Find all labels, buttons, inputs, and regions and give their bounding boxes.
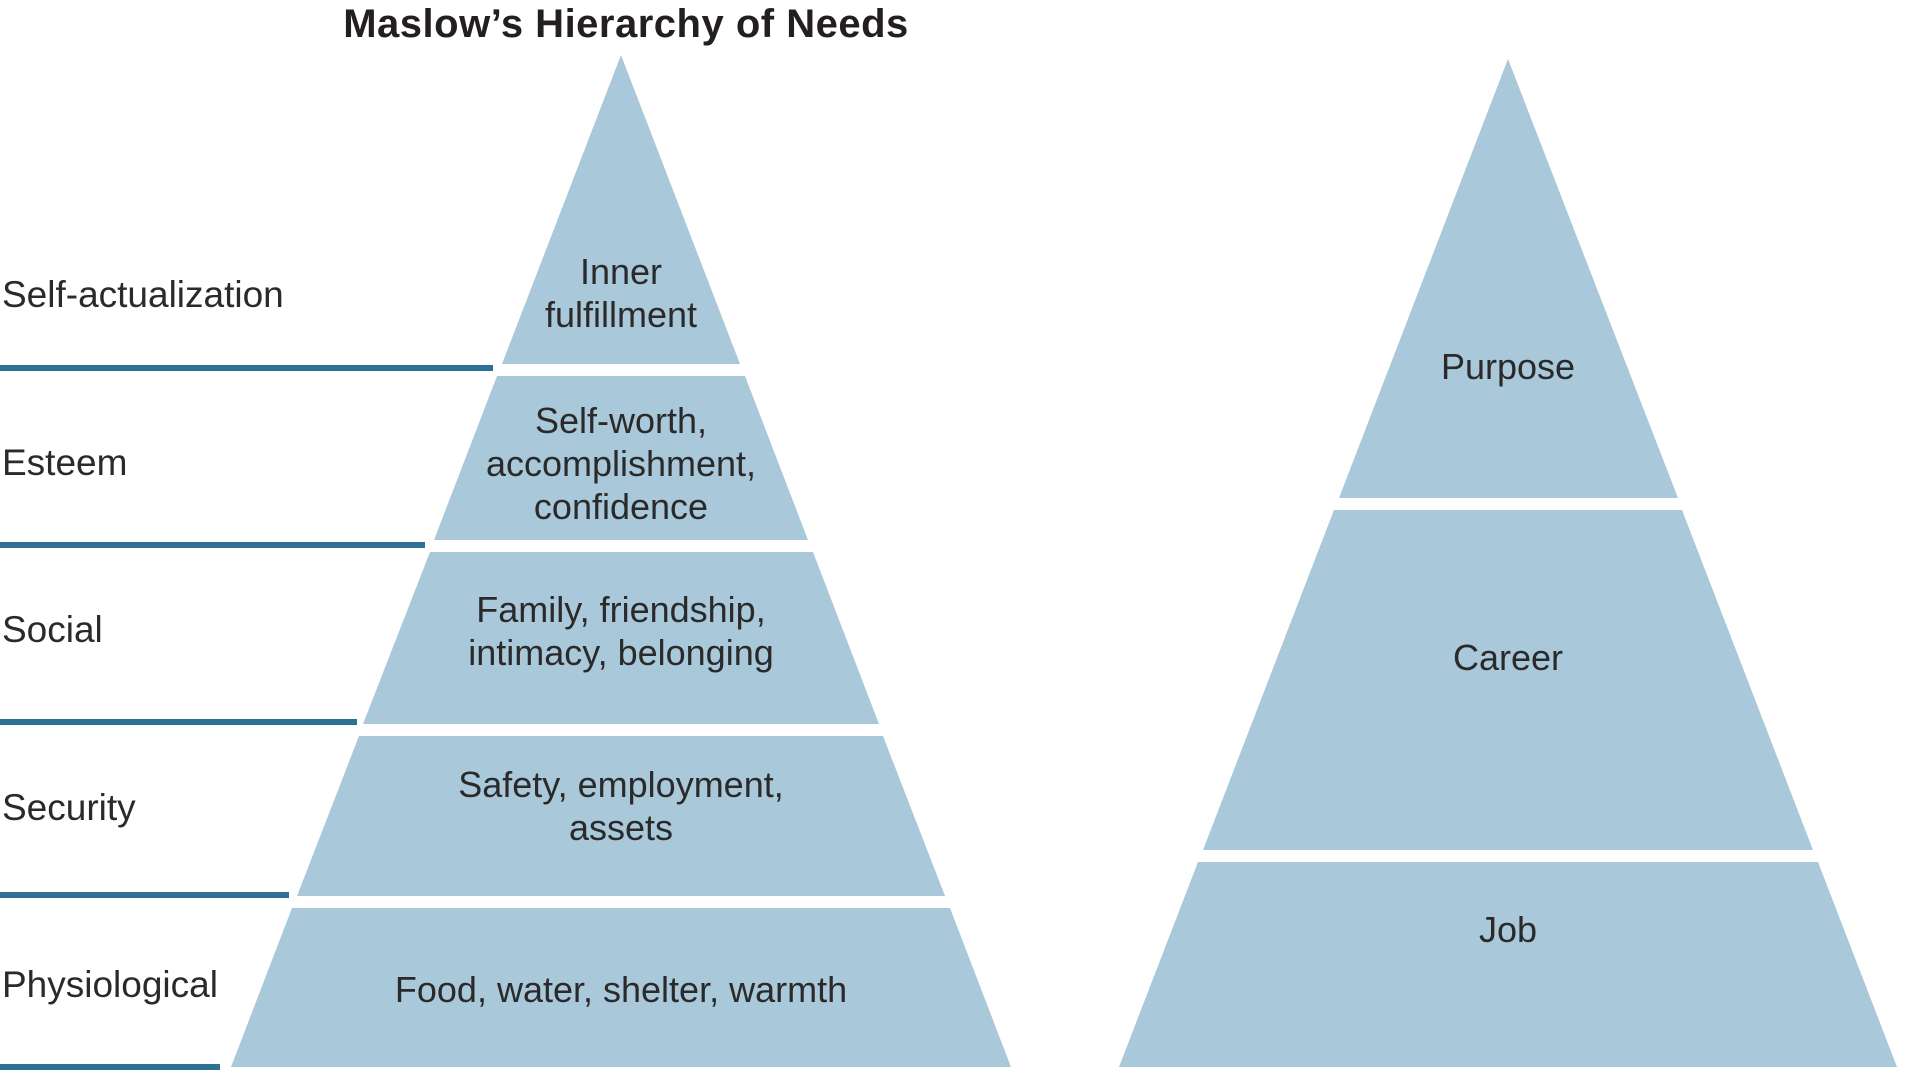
label-esteem: Esteem [2,442,128,483]
label-social: Social [2,609,103,650]
pyramid-level-job [1119,862,1897,1067]
level-text-job: Job [1478,909,1538,950]
pyramid-level-security [297,736,945,896]
level-text-safety-employment: Safety, employment, assets [458,764,784,848]
pyramid-level-esteem [434,376,808,540]
label-underline-physiological [0,1064,220,1070]
label-underline-social [0,719,357,725]
level-text-food-water: Food, water, shelter, warmth [394,969,848,1010]
level-text-self-worth: Self-worth, accomplishment, confidence [485,400,757,527]
label-underline-security [0,892,289,898]
level-text-career: Career [1452,637,1564,678]
level-text-inner-fulfillment: Inner fulfillment [544,251,698,335]
label-underline-esteem [0,542,425,548]
pyramid-level-social [363,552,879,724]
label-self-actualization: Self-actualization [2,274,284,315]
label-security: Security [2,787,136,828]
diagram-title: Maslow’s Hierarchy of Needs [343,2,909,46]
pyramid-level-physiological [231,908,1011,1067]
pyramid-level-self-actualization [502,55,740,364]
label-underline-self-actualization [0,365,493,371]
label-physiological: Physiological [2,964,218,1005]
pyramid-level-career [1203,510,1813,850]
level-text-family-friendship: Family, friendship, intimacy, belonging [468,589,774,673]
level-text-purpose: Purpose [1440,346,1576,387]
pyramid-level-purpose [1339,59,1678,498]
